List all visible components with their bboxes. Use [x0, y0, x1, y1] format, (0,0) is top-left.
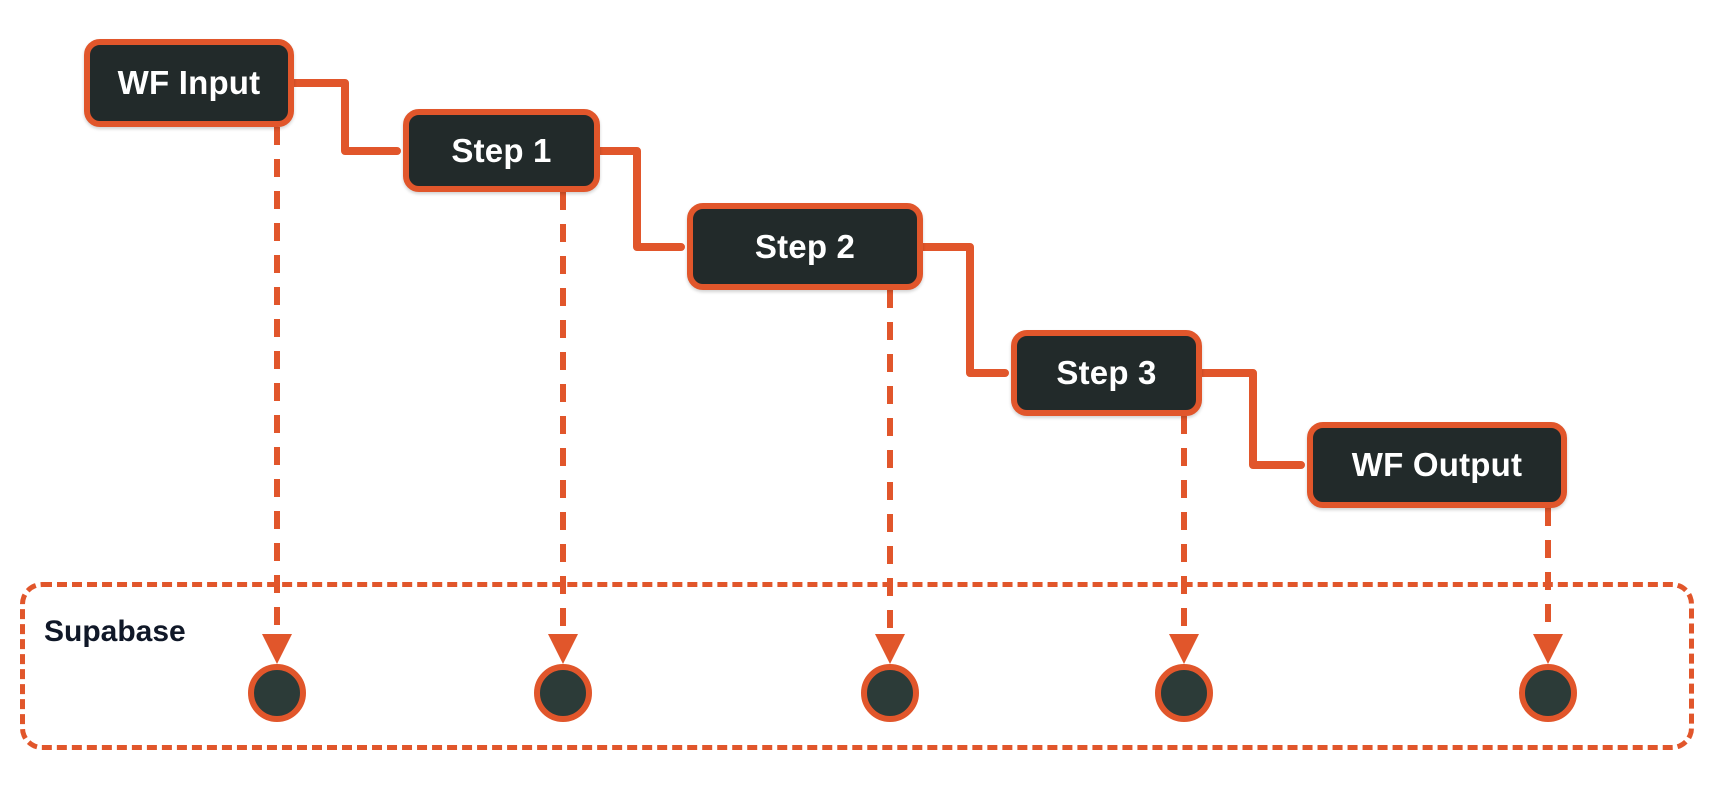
flow-edge-edge-step2-step3: [919, 243, 1009, 377]
flow-edge-edge-step1-step2: [596, 147, 685, 251]
flow-node-label: WF Input: [117, 64, 261, 101]
flow-node-label: Step 1: [451, 131, 552, 169]
flow-node-step-3[interactable]: Step 3: [1011, 330, 1202, 416]
database-node-db-4[interactable]: [1155, 664, 1213, 722]
flow-edge-edge-step3-output: [1198, 369, 1305, 469]
flow-node-label: Step 2: [754, 227, 856, 265]
database-node-db-5[interactable]: [1519, 664, 1577, 722]
supabase-group-container: [20, 582, 1694, 750]
flow-edges: [290, 79, 1305, 469]
flow-node-label: Step 3: [1056, 354, 1157, 391]
flow-node-step-2[interactable]: Step 2: [687, 203, 923, 290]
supabase-group-label: Supabase: [44, 615, 186, 648]
flow-node-wf-input[interactable]: WF Input: [84, 39, 294, 127]
flow-node-step-1[interactable]: Step 1: [403, 109, 600, 192]
database-node-db-2[interactable]: [534, 664, 592, 722]
database-node-db-1[interactable]: [248, 664, 306, 722]
database-node-db-3[interactable]: [861, 664, 919, 722]
flow-node-wf-output[interactable]: WF Output: [1307, 422, 1567, 508]
flow-node-label: WF Output: [1351, 446, 1523, 483]
flow-edge-edge-input-step1: [290, 79, 401, 155]
